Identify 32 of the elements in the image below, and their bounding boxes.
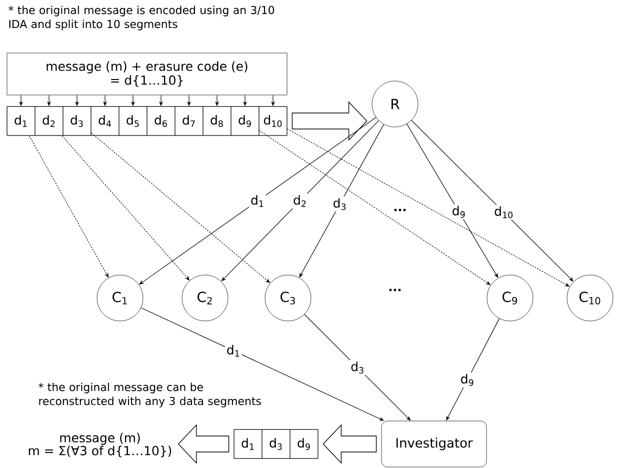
edge-label: d$_{3}$: [349, 360, 366, 376]
note-text: * the original message can be reconstructed with any 3 data segments: [38, 382, 261, 408]
note-text: * the original message is encoded using an 3/10 IDA and split into 10 segments: [8, 6, 274, 30]
segment-cell: d$_{7}$: [174, 106, 204, 136]
edge-label: d$_{9}$: [458, 372, 476, 388]
message-box: message (m) + erasure code (e) = d{1…10}: [6, 52, 288, 96]
edge-label: d$_{10}$: [492, 204, 516, 220]
arrow: [304, 314, 411, 421]
investigator-box: Investigator: [381, 420, 487, 468]
segment-cell: d$_{1}$: [234, 429, 262, 459]
segment-cell: d$_{9}$: [230, 106, 260, 136]
edge-label: d$_{9}$: [450, 204, 468, 220]
message-formula: message (m) m = Σ(∀3 of d{1…10}): [28, 432, 172, 458]
block-arrow: [292, 101, 368, 141]
segment-cell: d$_{4}$: [90, 106, 120, 136]
segment-cell: d$_{9}$: [290, 429, 318, 459]
ellipsis: ...: [394, 208, 406, 212]
block-arrow: [322, 424, 377, 464]
segment-cell: d$_{5}$: [118, 106, 148, 136]
segment-cell: d$_{6}$: [146, 106, 176, 136]
edge-label: d$_{2}$: [292, 194, 308, 208]
segment-cell: d$_{8}$: [202, 106, 232, 136]
ellipsis: ...: [389, 288, 401, 292]
segment-cell: d$_{10}$: [258, 106, 288, 136]
edge-label: d$_{3}$: [331, 196, 348, 212]
segment-cell: d$_{3}$: [62, 106, 92, 136]
block-arrow: [178, 424, 230, 464]
edge-label: d$_{1}$: [249, 194, 266, 208]
edge-label: d$_{1}$: [224, 343, 242, 358]
segment-cell: d$_{3}$: [262, 429, 290, 459]
segment-cell: d$_{2}$: [34, 106, 64, 136]
segment-cell: d$_{1}$: [6, 106, 36, 136]
